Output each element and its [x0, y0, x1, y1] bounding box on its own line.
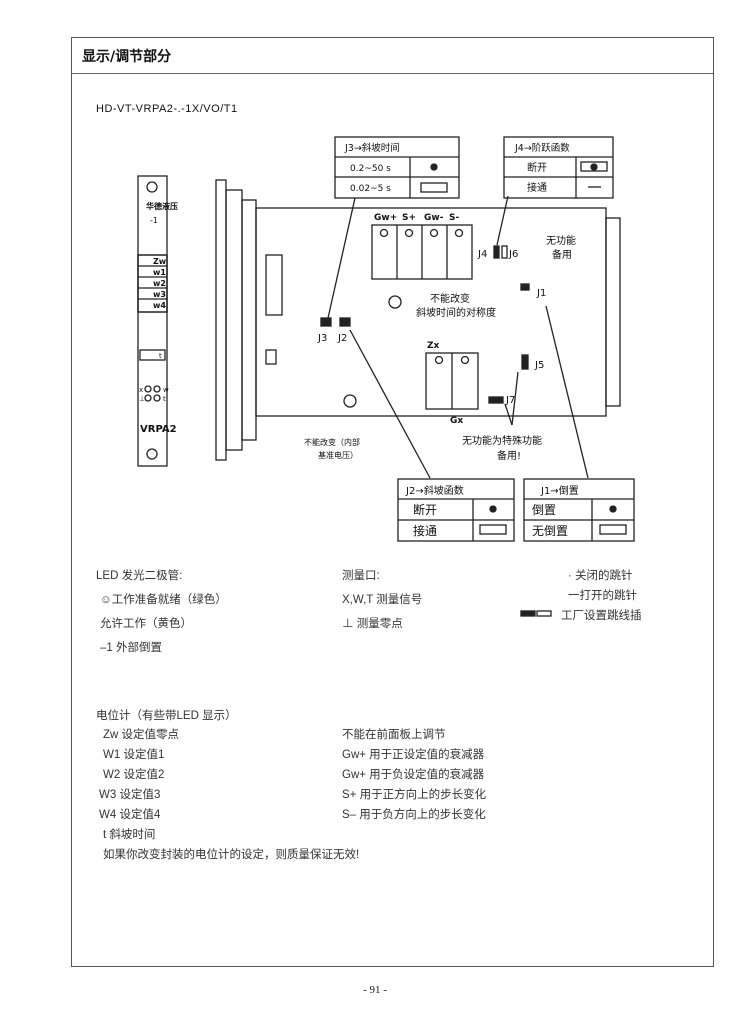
legend-meas: 测量口: — [342, 570, 380, 582]
board-gx: Gx — [450, 416, 463, 426]
table-j4 — [503, 136, 614, 199]
legend-closed: · 关闭的跳针 — [568, 570, 633, 582]
note-ref-1: 不能改变（内部 — [304, 437, 360, 447]
pot-right-4: S+ 用于正方向上的步长变化 — [342, 789, 487, 801]
note-special-2: 备用! — [497, 449, 521, 462]
note-symmetry-2: 斜坡时间的对称度 — [416, 306, 496, 319]
label-j5: J5 — [534, 360, 544, 371]
legend-open: 一打开的跳针 — [568, 590, 637, 602]
table-j3 — [334, 136, 460, 199]
jumper-j3[interactable] — [320, 317, 332, 327]
label-j6: J6 — [508, 249, 518, 260]
socket-gnd — [144, 394, 152, 402]
pot-left-2: W1 设定值1 — [103, 749, 165, 761]
panel-pot-w4: w4 — [153, 301, 166, 310]
pot-left-4: W3 设定值3 — [99, 789, 161, 801]
label-j4: J4 — [477, 249, 487, 260]
panel-pot-w2: w2 — [153, 279, 166, 288]
legend-ext-inv: –1 外部倒置 — [100, 642, 162, 654]
table-j2 — [397, 478, 515, 542]
table-j3-title: J3→斜坡时间 — [344, 142, 400, 154]
note-special-1: 无功能为特殊功能 — [462, 434, 542, 447]
table-j1-row1: 倒置 — [532, 503, 556, 517]
table-j3-row2: 0.02~5 s — [350, 184, 391, 194]
panel-meas-w: w — [163, 386, 169, 394]
jumper-j7[interactable] — [488, 396, 504, 404]
pot-right-1: 不能在前面板上调节 — [342, 729, 446, 741]
board-splus: S+ — [402, 213, 416, 223]
table-j1 — [523, 478, 635, 542]
legend-ready: ☺工作准备就绪（绿色） — [100, 594, 227, 606]
panel-pot-w3: w3 — [153, 290, 166, 299]
panel-name: VRPA2 — [140, 424, 177, 435]
panel-screw-bottom — [146, 448, 158, 460]
note-ref-2: 基准电压） — [318, 450, 358, 460]
board-sminus: S- — [449, 213, 459, 223]
table-j1-row2: 无倒置 — [532, 524, 568, 538]
table-j4-title: J4→阶跃函数 — [514, 142, 570, 154]
label-j7: J7 — [505, 395, 515, 406]
board-zx: Zx — [427, 341, 440, 351]
pot-stack — [137, 254, 168, 313]
section-header: 显示/调节部分 — [72, 38, 713, 74]
pot-right-5: S– 用于负方向上的步长变化 — [342, 809, 486, 821]
symmetry-pot[interactable] — [388, 295, 402, 309]
jumper-j2[interactable] — [339, 317, 351, 327]
panel-lock-label: -1 — [150, 216, 158, 225]
section-title: 显示/调节部分 — [82, 49, 172, 65]
label-j2: J2 — [337, 333, 347, 344]
jumper-j4[interactable] — [493, 245, 500, 259]
socket-t — [153, 394, 161, 402]
table-j2-row2: 接通 — [413, 523, 437, 538]
board-gwplus: Gw+ — [374, 213, 397, 223]
legend-led: LED 发光二极管: — [96, 570, 183, 582]
jumper-j5[interactable] — [521, 354, 529, 370]
model-code: HD-VT-VRPA2-.-1X/VO/T1 — [96, 103, 238, 115]
socket-w — [153, 385, 161, 393]
label-j1: J1 — [536, 288, 546, 299]
pot-warning: 如果你改变封装的电位计的设定，则质量保证无效! — [103, 849, 360, 861]
table-j4-row1: 断开 — [527, 161, 547, 174]
pot-left-3: W2 设定值2 — [103, 769, 165, 781]
table-j2-row1: 断开 — [413, 502, 437, 517]
socket-x — [144, 385, 152, 393]
table-j4-row2: 接通 — [527, 181, 547, 194]
legend-factory: 工厂设置跳线插 — [561, 610, 642, 622]
panel-meas-t: t — [163, 395, 166, 403]
panel-pot-w1: w1 — [153, 268, 166, 277]
t-pot[interactable] — [139, 349, 166, 361]
page-number: - 91 - — [363, 984, 387, 996]
legend-meas-zero: ⊥ 测量零点 — [342, 618, 403, 630]
table-j2-title: J2→斜坡函数 — [405, 484, 464, 497]
panel-screw-top — [146, 181, 158, 193]
note-nofunc-2: 备用 — [552, 248, 572, 261]
page-frame: 显示/调节部分 — [71, 37, 714, 967]
legend-meas-sig: X,W,T 测量信号 — [342, 594, 423, 606]
pot-right-2: Gw+ 用于正设定值的衰减器 — [342, 749, 485, 761]
note-symmetry-1: 不能改变 — [430, 292, 470, 305]
panel-meas-x: x — [139, 386, 143, 394]
reference-pot[interactable] — [343, 394, 357, 408]
pot-right-3: Gw+ 用于负设定值的衰减器 — [342, 769, 485, 781]
front-panel — [137, 175, 168, 467]
table-j1-title: J1→倒置 — [540, 485, 579, 497]
panel-brand: 华德液压 — [146, 201, 178, 211]
pot-left-6: t 斜坡时间 — [103, 829, 156, 841]
note-nofunc-1: 无功能 — [546, 234, 576, 247]
jumper-j1[interactable] — [520, 283, 530, 291]
label-j3: J3 — [317, 333, 327, 344]
table-j3-row1: 0.2~50 s — [350, 164, 391, 174]
panel-t-label: t — [159, 352, 162, 360]
legend-enable: 允许工作（黄色） — [100, 618, 192, 630]
panel-pot-zw: Zw — [153, 257, 167, 266]
panel-meas-gnd: ⊥ — [139, 395, 145, 403]
board-gwminus: Gw- — [424, 213, 444, 223]
pot-left-5: W4 设定值4 — [99, 809, 161, 821]
jumper-j6[interactable] — [501, 245, 508, 259]
pot-left-1: Zw 设定值零点 — [103, 729, 180, 741]
pot-section-title: 电位计（有些带LED 显示） — [96, 710, 237, 722]
